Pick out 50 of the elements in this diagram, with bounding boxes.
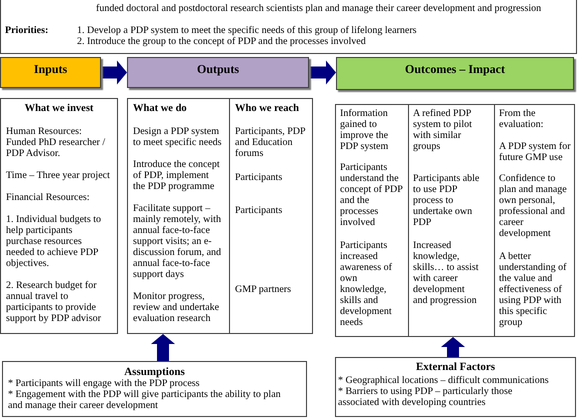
paragraph: Time – Three year project (6, 170, 111, 180)
paragraph: Facilitate support – mainly remotely, with annual face-to-face support visits; an e-discussion forum, and annual face-to-face support days (133, 202, 222, 280)
bullet-text: * Geographical locations – difficult communications (338, 374, 550, 386)
assumptions-panel (2, 361, 307, 417)
paragraph: Participants, PDP and Education forums (235, 126, 306, 158)
bullet-text: * Engagement with the PDP will give participants the ability to plan and manage their career development (8, 388, 282, 410)
bullet-text: * Participants will engage with the PDP process (8, 378, 201, 388)
stage-title: Inputs (32, 62, 68, 77)
section-label: Priorities: (5, 24, 48, 36)
paragraph: Financial Resources: (6, 192, 91, 202)
paragraph: A PDP system for future GMP use (499, 140, 572, 162)
paragraph: Participants (235, 204, 284, 216)
paragraph: Participants understand the concept of PDP and the processes involved (340, 162, 404, 228)
paragraph: A refined PDP system to pilot with similar groups (413, 108, 473, 152)
stage-banner (127, 57, 309, 88)
block-arrow (101, 60, 127, 84)
paragraph: Participants (235, 172, 284, 182)
paragraph: Design a PDP system to meet specific needs (133, 126, 223, 148)
column-heading: Who we reach (235, 102, 300, 114)
panel-title: Assumptions (123, 366, 186, 378)
paragraph: 1. Individual budgets to help participants purchase resources needed to achieve PDP objectives. (6, 214, 102, 268)
external-factors-panel (335, 357, 576, 417)
priority-item: 1. Develop a PDP system to meet the specific needs of this group of lifelong learners (77, 24, 417, 36)
bullet-text: * Barriers to using PDP – particularly those associated with developing countries (338, 386, 514, 408)
block-arrow (441, 337, 465, 357)
paragraph: Human Resources: Funded PhD researcher / PDP Advisor. (6, 126, 106, 158)
inputs-panel (0, 98, 118, 334)
block-arrow (151, 334, 175, 361)
stage-title: Outputs (196, 62, 240, 77)
paragraph: Introduce the concept of PDP, implement the PDP programme (133, 158, 221, 192)
paragraph: Confidence to plan and manage own personal, professional and career development (499, 172, 568, 238)
paragraph: A better understanding of the value and effectiveness of using PDP with this specific group (499, 250, 568, 328)
paragraph: Participants increased awareness of own knowledge, skills and development needs (340, 240, 393, 328)
paragraph: Increased knowledge, skills… to assist with career development and progression (413, 240, 480, 306)
stage-banner (336, 57, 574, 90)
paragraph: Participants able to use PDP process to undertake own PDP (413, 172, 480, 228)
paragraph: GMP partners (235, 284, 292, 294)
priority-item: 2. Introduce the group to the concept of PDP and the processes involved (77, 36, 366, 46)
paragraph: From the evaluation: (499, 108, 544, 130)
paragraph: Monitor progress, review and undertake evaluation research (133, 290, 220, 324)
body-text: funded doctoral and postdoctoral research scientists plan and manage their career development and progression (96, 2, 542, 14)
stage-title: Outcomes – Impact (404, 62, 506, 77)
objectives-panel (0, 0, 577, 54)
column-heading: What we do (133, 102, 188, 114)
paragraph: 2. Research budget for annual travel to participants to provide support by PDP advisor (6, 280, 102, 324)
stage-banner (0, 57, 101, 88)
paragraph: Information gained to improve the PDP system (340, 108, 390, 152)
column-heading: What we invest (24, 102, 94, 114)
block-arrow (309, 60, 336, 84)
panel-title: External Factors (414, 362, 496, 372)
